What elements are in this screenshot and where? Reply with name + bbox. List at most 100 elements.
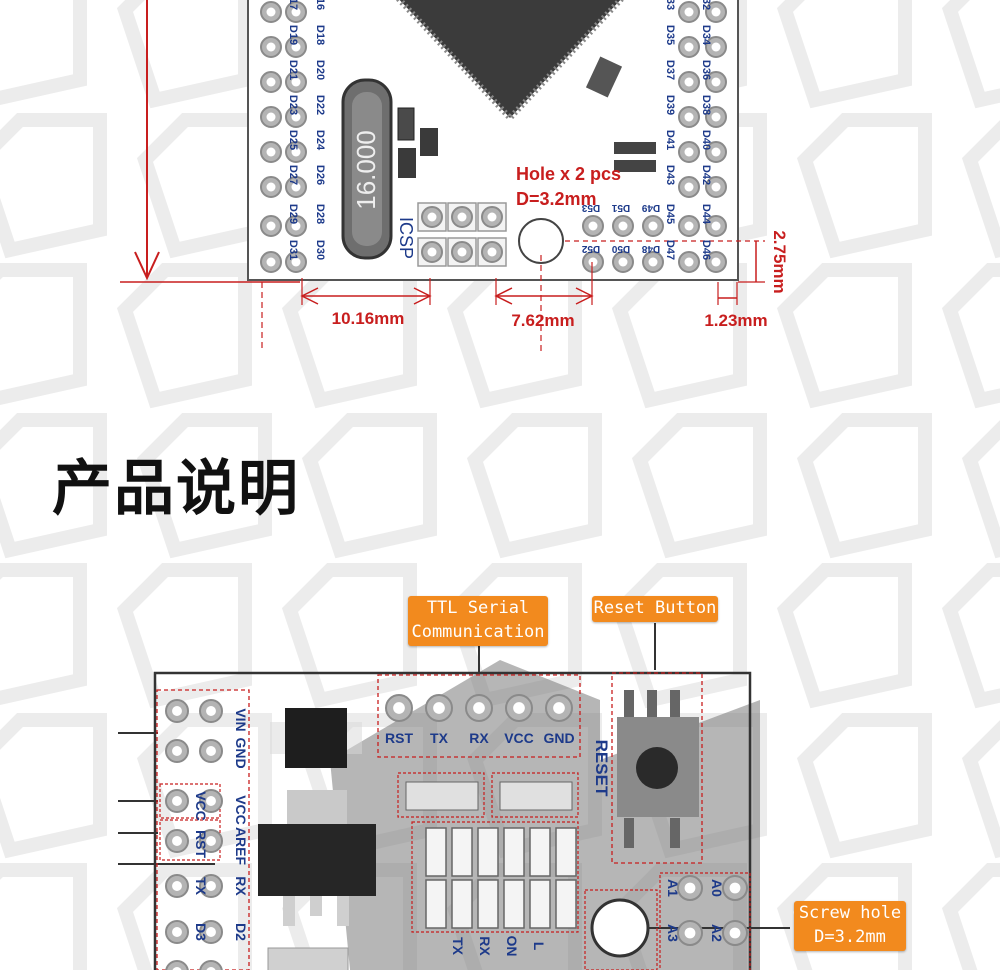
bottom-component [267,947,349,970]
pin-hole [711,7,721,17]
watermark-shape [961,420,1000,559]
pin-label: D39 [664,95,676,115]
pin-hole [172,796,182,806]
pin-hole [618,257,628,267]
smd-resistor [503,879,525,929]
pin-label: A2 [709,924,725,942]
watermark-shape [0,0,87,105]
watermark-shape [116,0,252,109]
watermark-shape [301,413,437,559]
smd-led [555,827,577,877]
pin-label: D16 [314,0,326,10]
pin-hole [266,182,276,192]
screw-callout-line2: D=3.2mm [814,927,886,947]
smd-resistor [477,879,499,929]
pin-label: D23 [287,95,299,115]
watermark-shape [961,120,1000,259]
smd-capacitor [397,107,415,141]
pin-hole [172,836,182,846]
pin-label: D45 [664,204,676,224]
watermark-shape [466,413,602,559]
watermark-shape [0,413,107,559]
ldo-leg [283,896,295,926]
smd-led [477,827,499,877]
watermark-shape [941,563,1000,709]
pin-hole [684,42,694,52]
watermark-shape [116,863,252,970]
ttl-pin-label: RX [469,730,489,746]
watermark-shape [941,0,1000,109]
screw-callout-line1: Screw hole [798,903,902,923]
pin-label: D41 [664,130,676,150]
smd-resistor [614,160,656,172]
ttl-serial-callout: TTL Serial Communication [408,596,548,646]
reset-label: RESET [592,740,611,797]
watermark-shape [0,863,87,970]
watermark-shape [611,563,747,709]
smd-capacitor [398,148,416,178]
pin-label: D3 [193,923,209,941]
pin-hole [172,967,182,970]
pin-hole [206,836,216,846]
pin-hole [618,221,628,231]
pin-hole [206,881,216,891]
pin-label: D43 [664,165,676,185]
pin-label: TX [193,877,209,896]
ttl-pin-label: VCC [504,730,534,746]
pin-hole [266,112,276,122]
pin-hole [684,221,694,231]
watermark-shape [941,263,1000,409]
reset-leg [670,818,680,848]
watermark-shape [0,563,87,705]
pin-hole [266,257,276,267]
pin-hole [427,212,437,222]
watermark-shape [961,720,1000,859]
pin-hole [711,147,721,157]
pin-label: D26 [314,165,326,185]
analog-header-outline [659,872,751,970]
pin-hole [206,927,216,937]
pin-hole [729,927,741,939]
led-block-outline [411,821,579,933]
watermark-shape [0,113,107,259]
pin-hole [266,221,276,231]
pin-hole [291,112,301,122]
reset-button-cap[interactable] [636,747,678,789]
smd-led [451,827,473,877]
watermark-shape [116,263,252,409]
pin-hole [266,42,276,52]
pin-hole [266,7,276,17]
pin-label: D25 [287,130,299,150]
pin-label: D20 [314,60,326,80]
pin-hole [172,746,182,756]
pin-hole [684,927,696,939]
pin-label: RX [233,876,249,896]
smd-capacitor-box [491,772,579,818]
pin-hole [711,257,721,267]
icsp-label: ICSP [396,217,416,259]
pin-label: D40 [700,130,712,150]
ldo-leg [310,896,322,916]
pin-hole [553,702,565,714]
pin-hole [291,7,301,17]
pin-hole [711,112,721,122]
watermark-shape [776,263,912,409]
ldo-tab [287,790,347,826]
pin-hole [711,77,721,87]
pin-label: RST [193,830,209,858]
watermark-shape [136,413,272,559]
pin-label: D38 [700,95,712,115]
pin-hole [291,257,301,267]
smd-capacitor-box [397,772,485,818]
pin-hole [729,882,741,894]
pin-hole [206,967,216,970]
dim-275-label: 2.75mm [770,230,789,293]
reset-leg [647,690,657,718]
ttl-pin-label: RST [385,730,413,746]
pin-label: D29 [287,204,299,224]
led-label: TX [450,937,466,956]
